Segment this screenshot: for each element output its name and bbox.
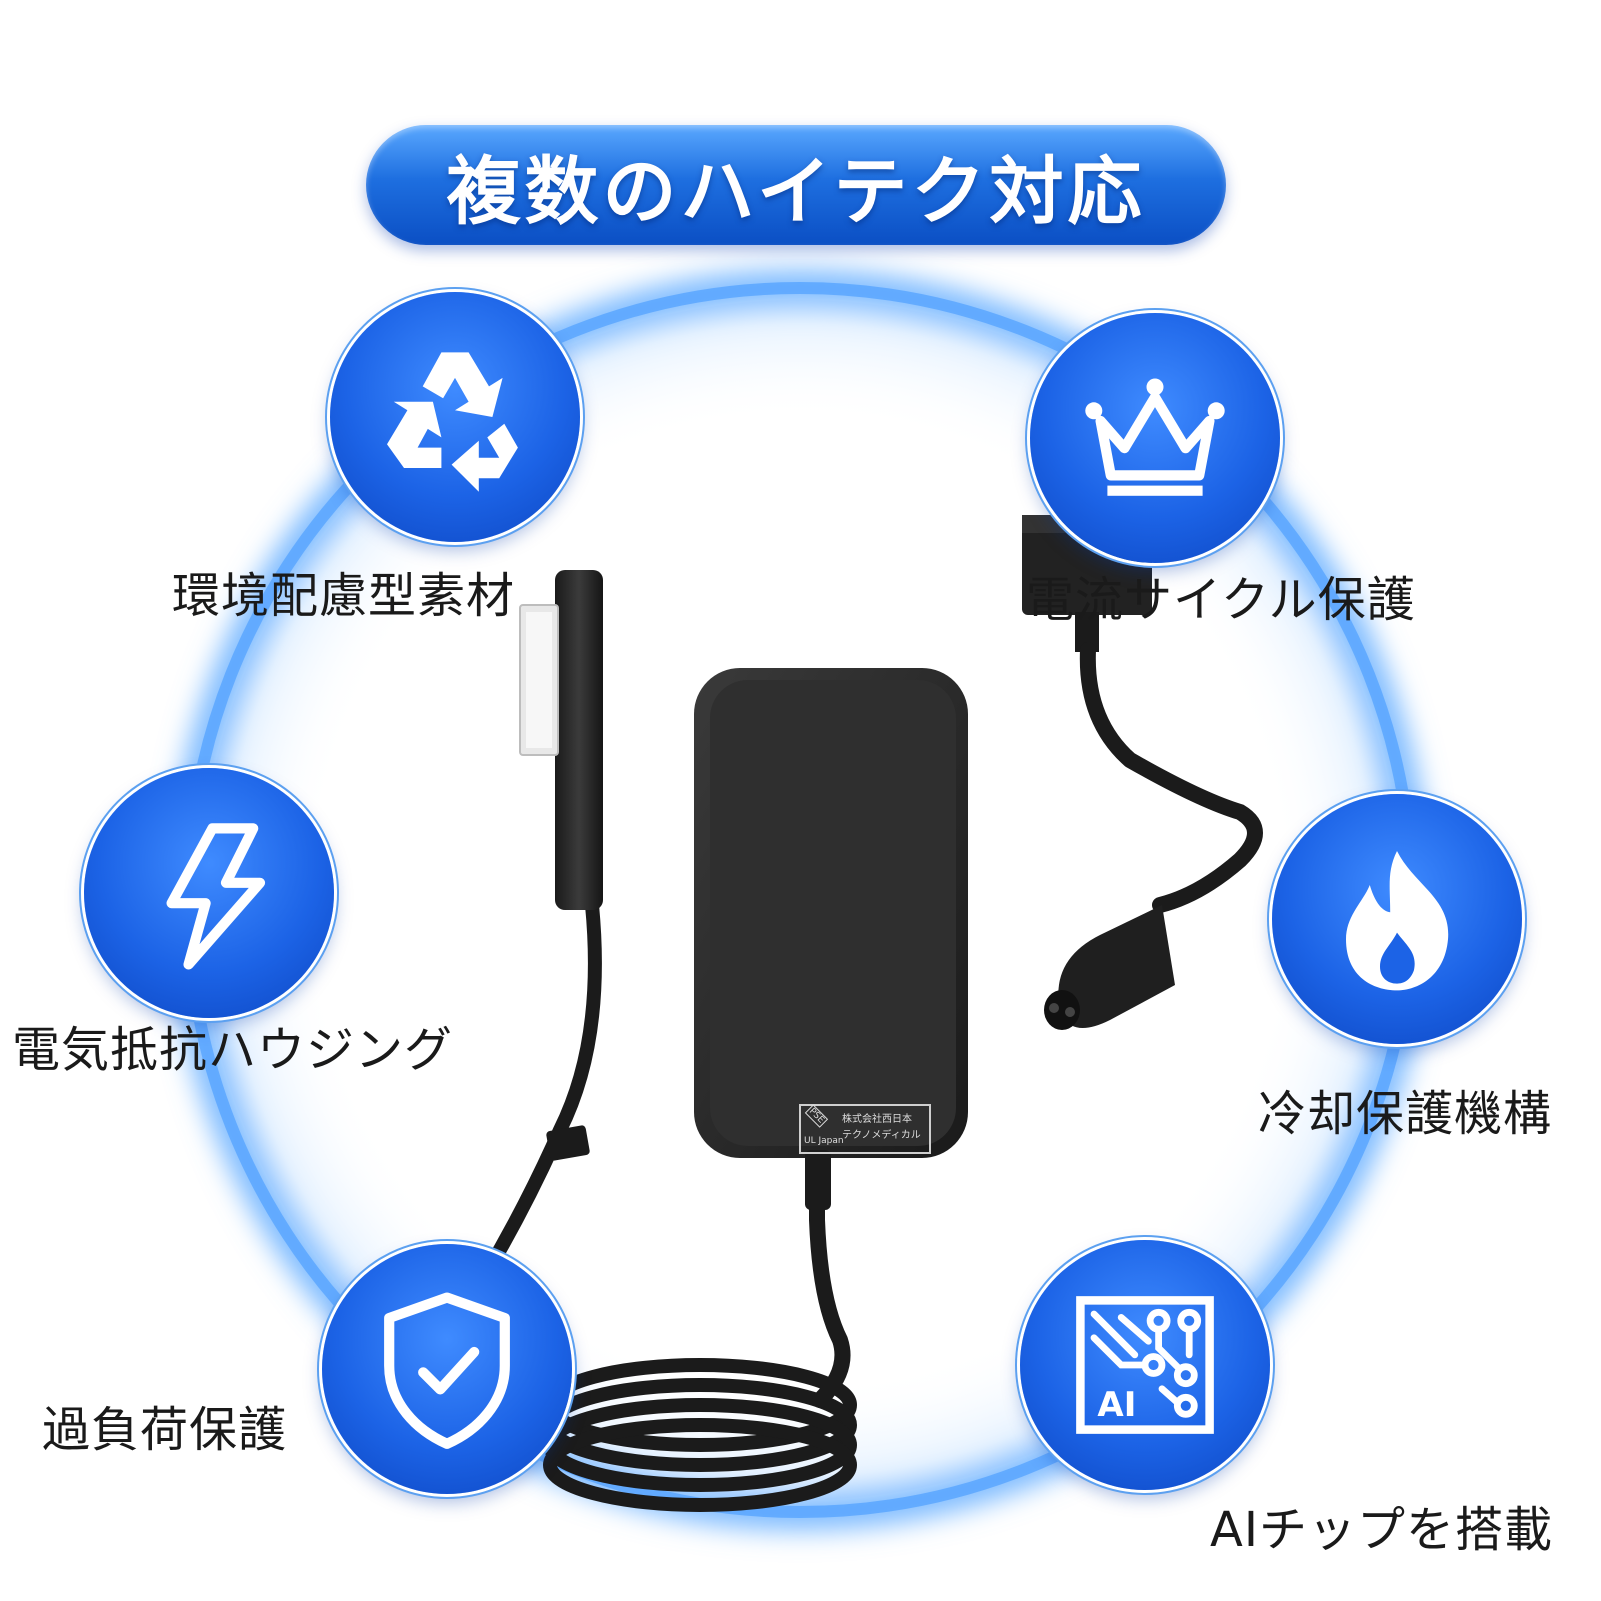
dc-cable <box>809 1127 851 1408</box>
surface-connector <box>519 570 603 910</box>
recycle-icon <box>387 352 518 492</box>
feature-label-eco-material: 環境配慮型素材 <box>172 568 516 624</box>
feature-label-current-cycle: 電流サイクル保護 <box>1026 572 1416 628</box>
recycle-badge <box>330 292 580 542</box>
power-adapter <box>694 668 968 1210</box>
crown-badge <box>1030 313 1280 563</box>
ai-chip-text: AI <box>1097 1385 1136 1425</box>
title-banner: 複数のハイテク対応 <box>366 125 1226 245</box>
flame-badge <box>1272 794 1522 1044</box>
pse-mark: PSE <box>804 1104 829 1128</box>
feature-label-overload: 過負荷保護 <box>42 1402 288 1458</box>
feature-label-cooling: 冷却保護機構 <box>1258 1086 1553 1142</box>
cert-text: UL Japan <box>804 1136 844 1146</box>
banner-title: 複数のハイテク対応 <box>446 148 1146 235</box>
feature-label-ai-chip: AIチップを搭載 <box>1210 1502 1553 1558</box>
flame-icon <box>1346 851 1449 991</box>
shield-check-icon <box>384 1292 510 1449</box>
product-label: PSE 株式会社西日本 テクノメディカル UL Japan <box>802 1104 928 1150</box>
company-line-1: 株式会社西日本 <box>842 1114 912 1125</box>
shield-badge <box>322 1244 572 1494</box>
ai-chip-icon: AI <box>1076 1296 1214 1434</box>
lightning-badge <box>84 768 334 1018</box>
crown-icon <box>1085 378 1225 496</box>
feature-label-resistant-housing: 電気抵抗ハウジング <box>12 1022 454 1078</box>
lightning-icon <box>166 823 266 970</box>
company-line-2: テクノメディカル <box>842 1130 921 1141</box>
ai-chip-badge: AI <box>1020 1240 1270 1490</box>
